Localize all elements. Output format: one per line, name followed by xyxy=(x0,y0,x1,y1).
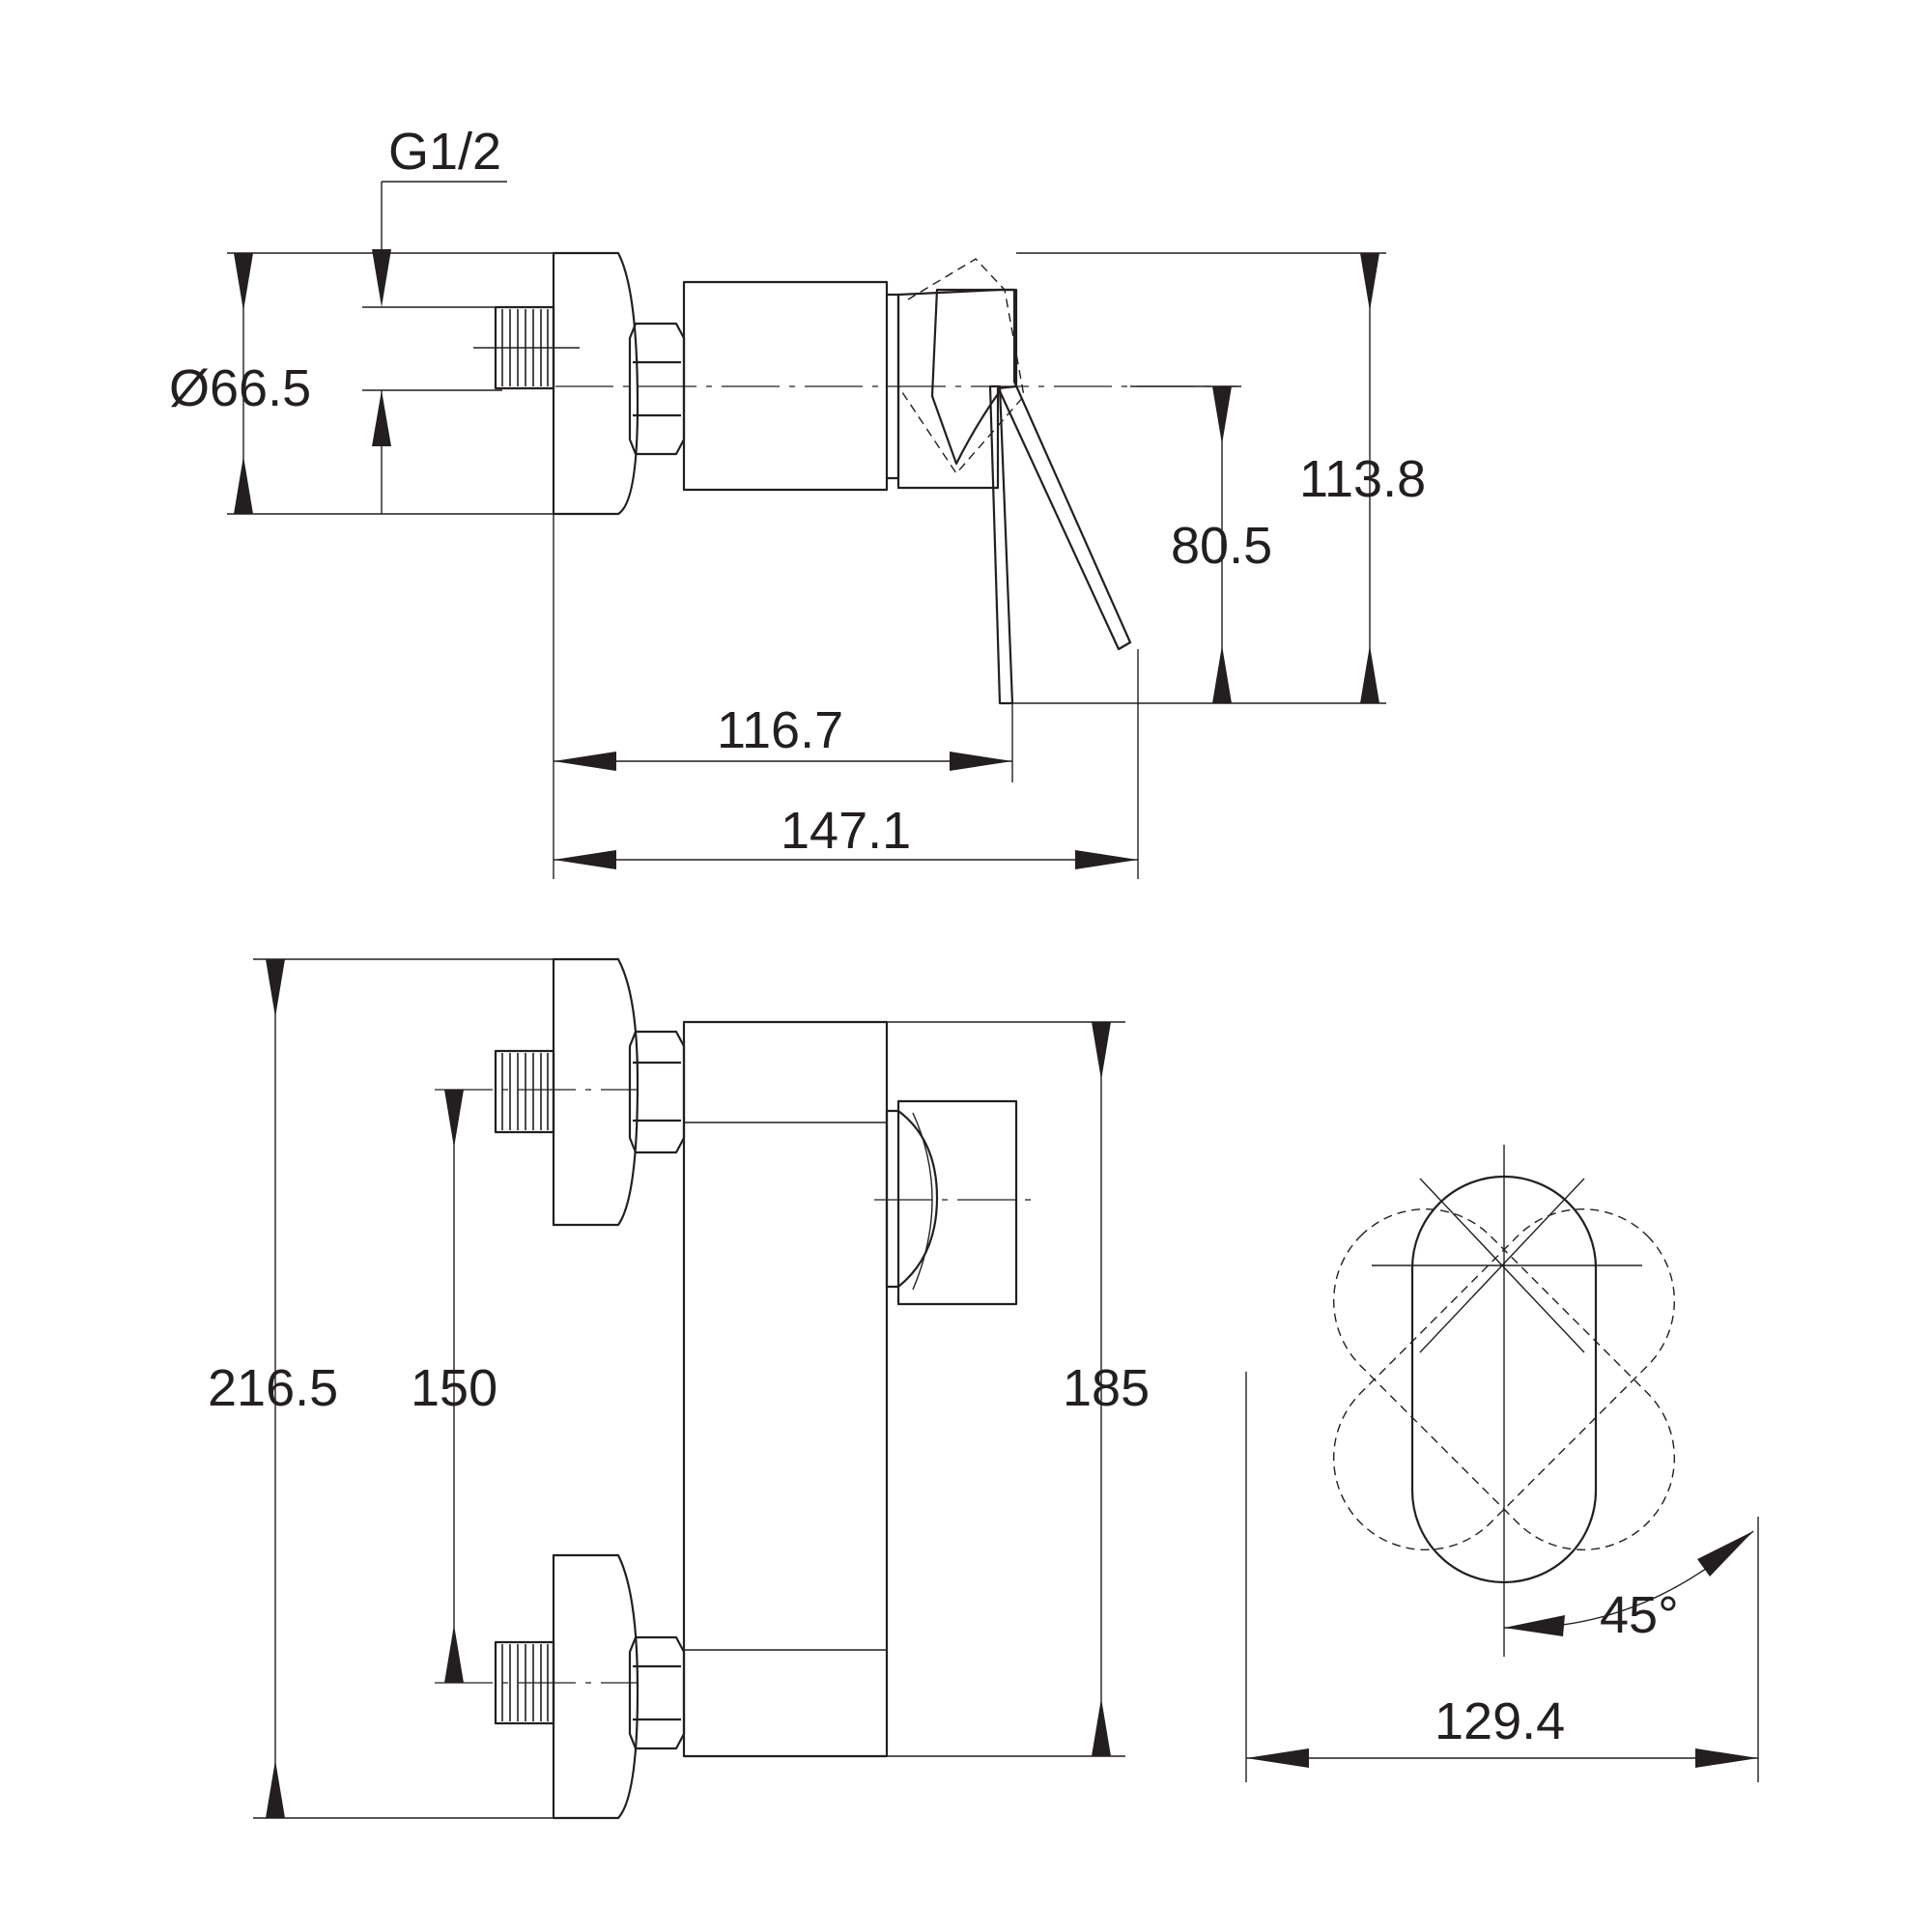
top-view xyxy=(1332,1145,1676,1657)
top-lever-hidden-left xyxy=(1332,1208,1676,1551)
front-body xyxy=(682,1020,889,1758)
front-total-height-label: 216.5 xyxy=(208,1359,338,1417)
side-cartridge xyxy=(896,288,1018,490)
diameter-label: Ø66.5 xyxy=(169,359,311,417)
side-lever-plate xyxy=(988,384,1014,705)
inlet-spacing-label: 150 xyxy=(411,1359,497,1417)
lever-height-label: 80.5 xyxy=(1171,517,1272,575)
front-handle xyxy=(885,1109,939,1289)
front-lower-plate xyxy=(552,1553,639,1820)
side-wall-plate xyxy=(552,251,639,516)
front-lower-nut xyxy=(628,1635,686,1750)
side-lever-hidden xyxy=(897,258,1025,475)
front-upper-thread xyxy=(494,1049,555,1134)
side-lever xyxy=(930,288,1132,651)
thread-size-label: G1/2 xyxy=(388,123,501,181)
front-handle-body xyxy=(896,1099,1018,1306)
side-view xyxy=(473,251,1236,705)
lever-angle-label: 45° xyxy=(1600,1586,1679,1644)
lever-span-label: 129.4 xyxy=(1435,1692,1565,1750)
total-depth-label: 147.1 xyxy=(781,802,911,860)
top-lever-hidden-right xyxy=(1332,1208,1676,1551)
front-view xyxy=(435,957,1038,1820)
side-dimensions xyxy=(227,181,1386,879)
top-dimensions xyxy=(1245,1372,1759,1782)
body-height-label: 185 xyxy=(1063,1359,1150,1417)
body-depth-label: 116.7 xyxy=(717,701,843,759)
side-hex-nut xyxy=(628,322,686,456)
front-upper-nut xyxy=(628,1030,686,1154)
front-upper-plate xyxy=(552,957,639,1227)
side-thread xyxy=(473,305,580,390)
front-dimensions xyxy=(253,958,1125,1819)
side-total-height-label: 113.8 xyxy=(1299,450,1426,508)
